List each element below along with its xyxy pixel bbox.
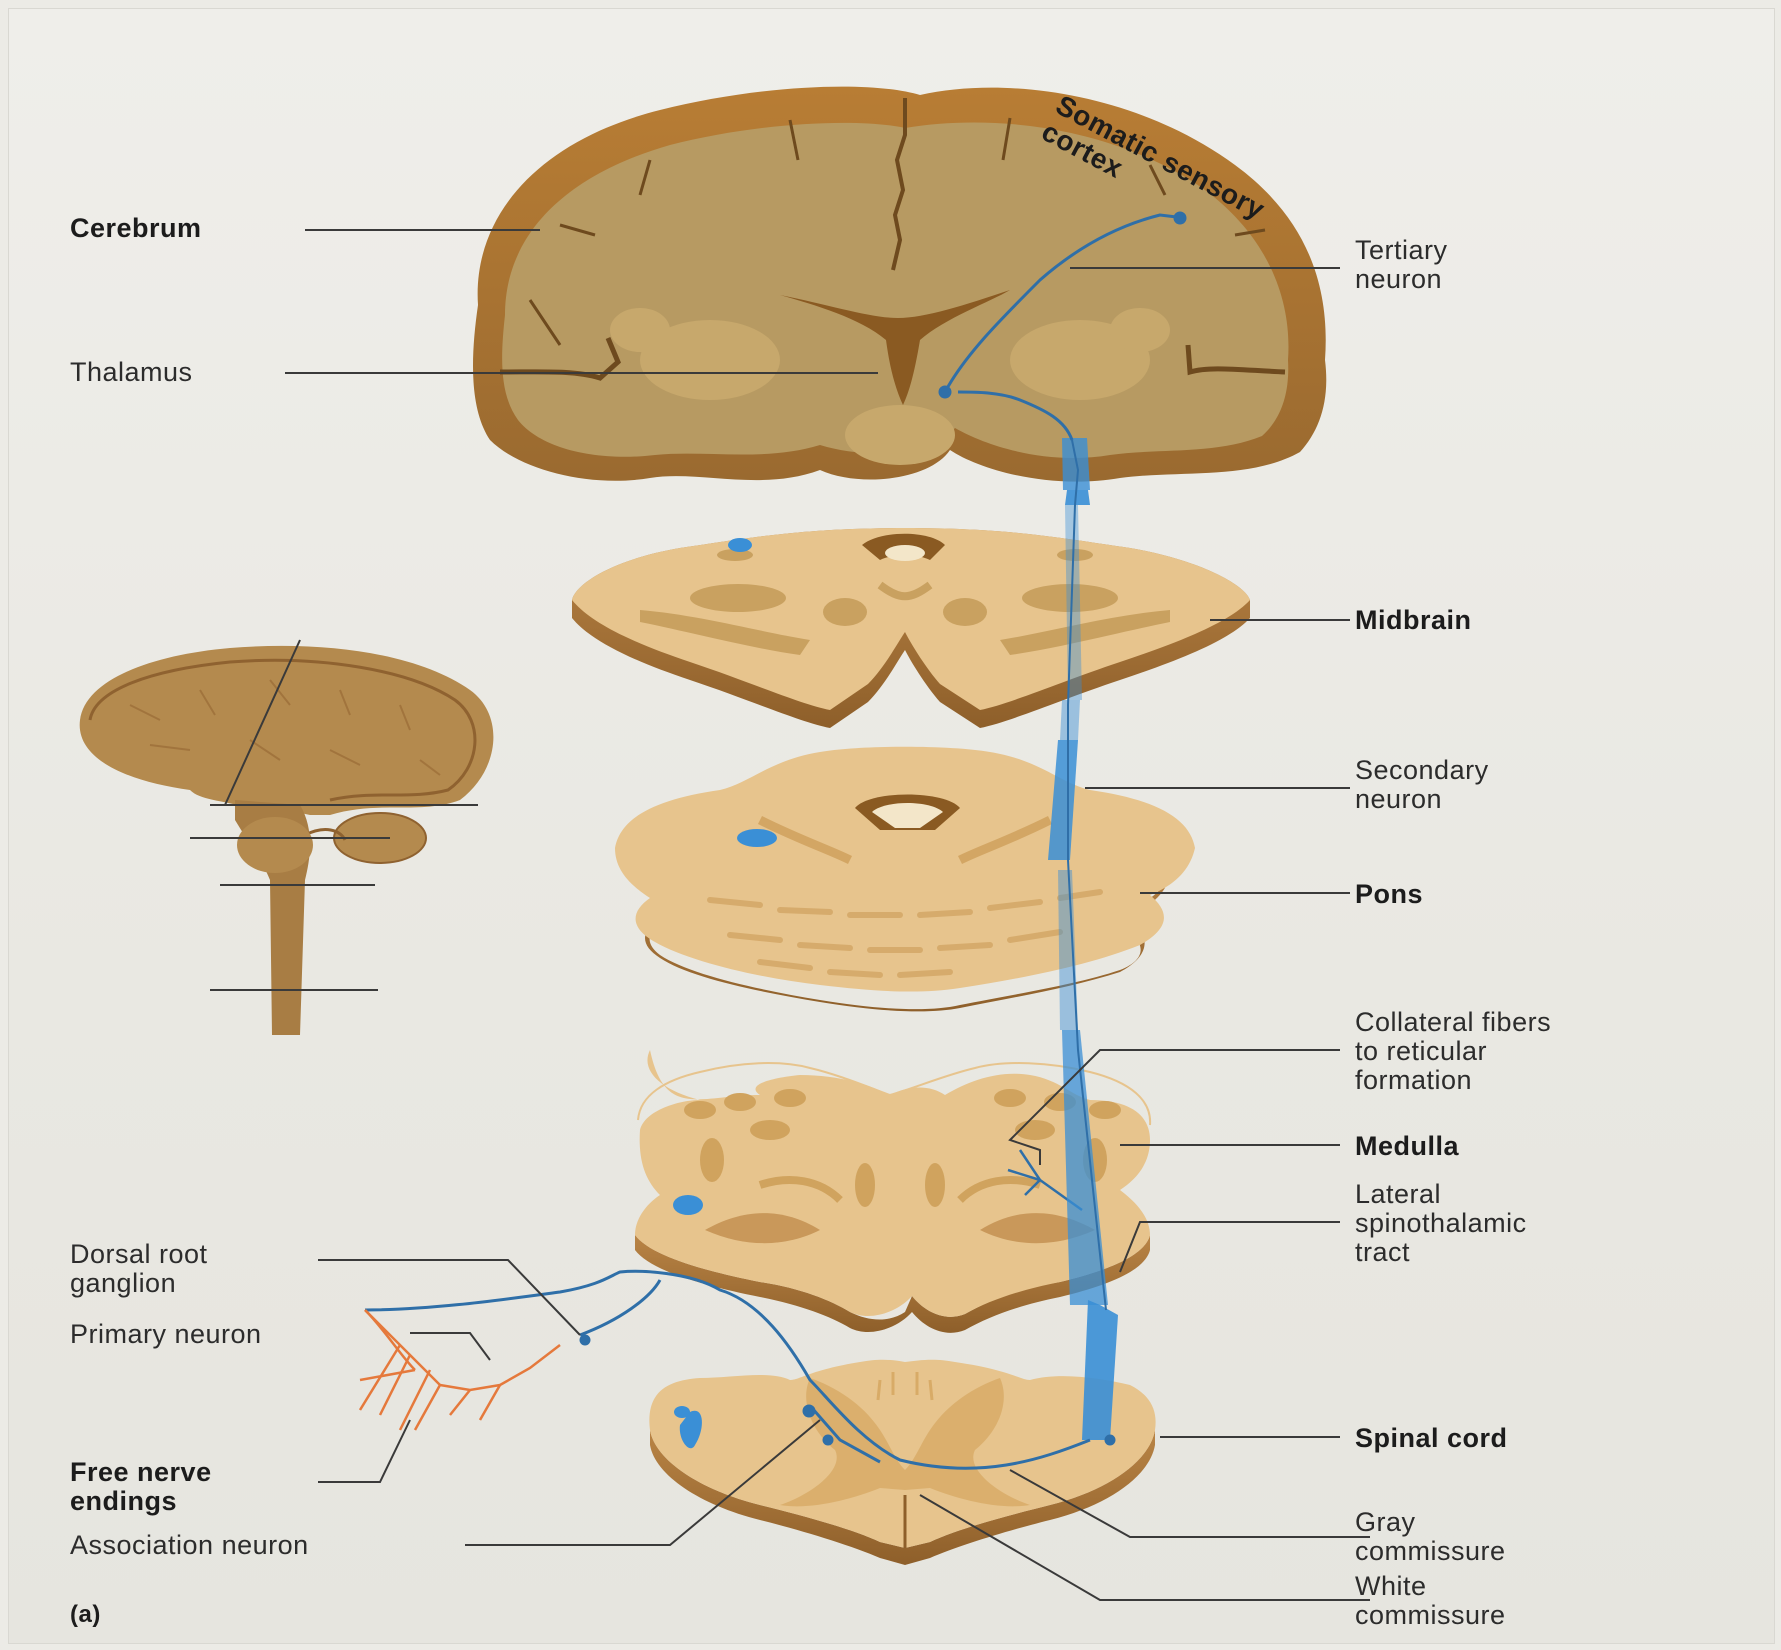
label-secondary-neuron: Secondary neuron: [1355, 755, 1489, 814]
cerebrum-section: [473, 86, 1327, 482]
neuron-pathway-lines: [364, 211, 1187, 1470]
label-primary-neuron: Primary neuron: [70, 1319, 262, 1349]
label-tertiary-neuron: Tertiary neuron: [1355, 235, 1448, 294]
midbrain-section: [572, 528, 1250, 728]
label-dorsal-root-ganglion: Dorsal root ganglion: [70, 1239, 208, 1298]
label-spinal-cord: Spinal cord: [1355, 1423, 1508, 1453]
label-medulla: Medulla: [1355, 1131, 1460, 1161]
label-white-commissure: White commissure: [1355, 1571, 1506, 1630]
label-association-neuron: Association neuron: [70, 1530, 309, 1560]
label-midbrain: Midbrain: [1355, 605, 1472, 635]
label-pons: Pons: [1355, 879, 1424, 909]
label-panel-letter: (a): [70, 1601, 101, 1628]
free-nerve-endings-fibers: [358, 1309, 561, 1431]
label-gray-commissure: Gray commissure: [1355, 1507, 1506, 1566]
sagittal-brain-inset: [79, 639, 494, 1035]
label-lateral-spinothalamic-tract: Lateral spinothalamic tract: [1355, 1179, 1527, 1267]
pons-section: [615, 746, 1195, 1012]
spinal-cord-section: [649, 1359, 1156, 1565]
label-cerebrum: Cerebrum: [70, 213, 202, 243]
lateral-spinothalamic-tract-band: [1048, 438, 1118, 1440]
label-thalamus: Thalamus: [70, 357, 193, 387]
label-free-nerve-endings: Free nerve endings: [70, 1457, 212, 1516]
leader-lines: [285, 229, 1370, 1601]
label-collateral-fibers: Collateral fibers to reticular formation: [1355, 1007, 1552, 1095]
